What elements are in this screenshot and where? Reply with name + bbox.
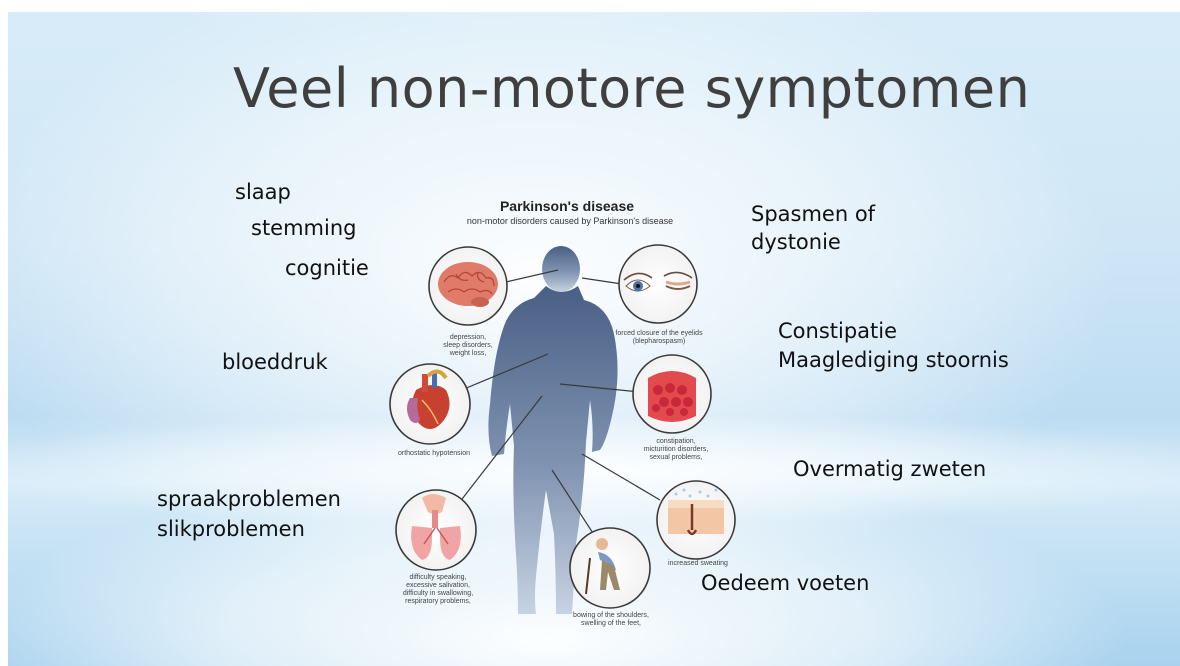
label-stemming: stemming xyxy=(251,214,356,242)
throat-lungs-icon xyxy=(396,490,476,570)
caption-heart: orthostatic hypotension xyxy=(386,450,482,458)
brain-icon xyxy=(429,247,507,325)
label-dystonie: dystonie xyxy=(751,228,841,256)
intestine-icon xyxy=(633,355,711,433)
skin-sweat-icon xyxy=(657,481,735,559)
figure-graphic xyxy=(386,194,748,634)
label-bloeddruk: bloeddruk xyxy=(222,348,328,376)
slide: Veel non-motore symptomen slaap stemming… xyxy=(8,12,1180,666)
label-spasmen: Spasmen of xyxy=(751,200,875,228)
caption-eye: forced closure of the eyelids(blepharosp… xyxy=(600,330,718,346)
label-cognitie: cognitie xyxy=(285,254,369,282)
eye-icon xyxy=(619,245,697,323)
label-slikproblemen: slikproblemen xyxy=(157,515,305,543)
label-spraakproblemen: spraakproblemen xyxy=(157,485,341,513)
elderly-walker-icon xyxy=(570,528,650,608)
label-overmatig-zweten: Overmatig zweten xyxy=(793,455,986,483)
label-constipatie: Constipatie xyxy=(778,317,897,345)
label-slaap: slaap xyxy=(235,178,291,206)
caption-throat: difficulty speaking,excessive salivation… xyxy=(386,574,490,606)
label-maaglediging: Maaglediging stoornis xyxy=(778,346,1009,374)
caption-posture: bowing of the shoulders,swelling of the … xyxy=(556,612,666,628)
parkinson-illustration: Parkinson's disease non-motor disorders … xyxy=(386,194,748,634)
caption-brain: depression,sleep disorders,weight loss, xyxy=(420,334,516,358)
caption-intestine: constipation,micturition disorders,sexua… xyxy=(626,438,726,462)
slide-title: Veel non-motore symptomen xyxy=(233,57,1030,120)
caption-skin: increased sweating xyxy=(656,560,740,568)
heart-icon xyxy=(390,364,470,444)
